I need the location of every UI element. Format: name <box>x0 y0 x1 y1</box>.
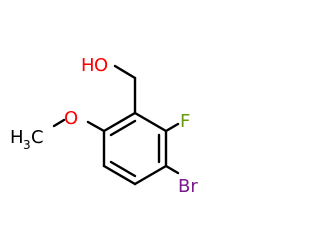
methoxy-o-label: O <box>64 108 78 129</box>
bonds-layer <box>52 64 180 186</box>
ring-bond-c6-c1-inner <box>109 119 137 137</box>
atom-labels: H O H 3 C O F Br <box>10 55 198 197</box>
fluorine-label: F <box>180 111 190 132</box>
ring-bond-c3-c4 <box>133 164 168 186</box>
methyl-subscript-label: 3 <box>23 138 31 152</box>
hydroxyl-o-label: O <box>94 55 108 76</box>
bond-c2-f <box>164 122 180 133</box>
ring-bond-c4-c5-inner <box>109 160 137 178</box>
methyl-h-label: H <box>10 127 24 148</box>
bond-ch2-o <box>113 64 137 80</box>
bromine-label: Br <box>178 176 198 197</box>
chemical-structure: H O H 3 C O F Br <box>10 55 198 197</box>
bond-c3-br <box>164 164 180 175</box>
ring-bond-c1-c2 <box>133 111 168 133</box>
methyl-c-label: C <box>31 127 44 148</box>
ring-bond-c4-c5 <box>102 164 137 186</box>
ring-bond-c6-c1 <box>102 111 137 133</box>
hydroxyl-h-label: H <box>81 55 95 76</box>
bond-c6-o <box>86 120 106 133</box>
bond-o-ch3 <box>52 118 66 128</box>
